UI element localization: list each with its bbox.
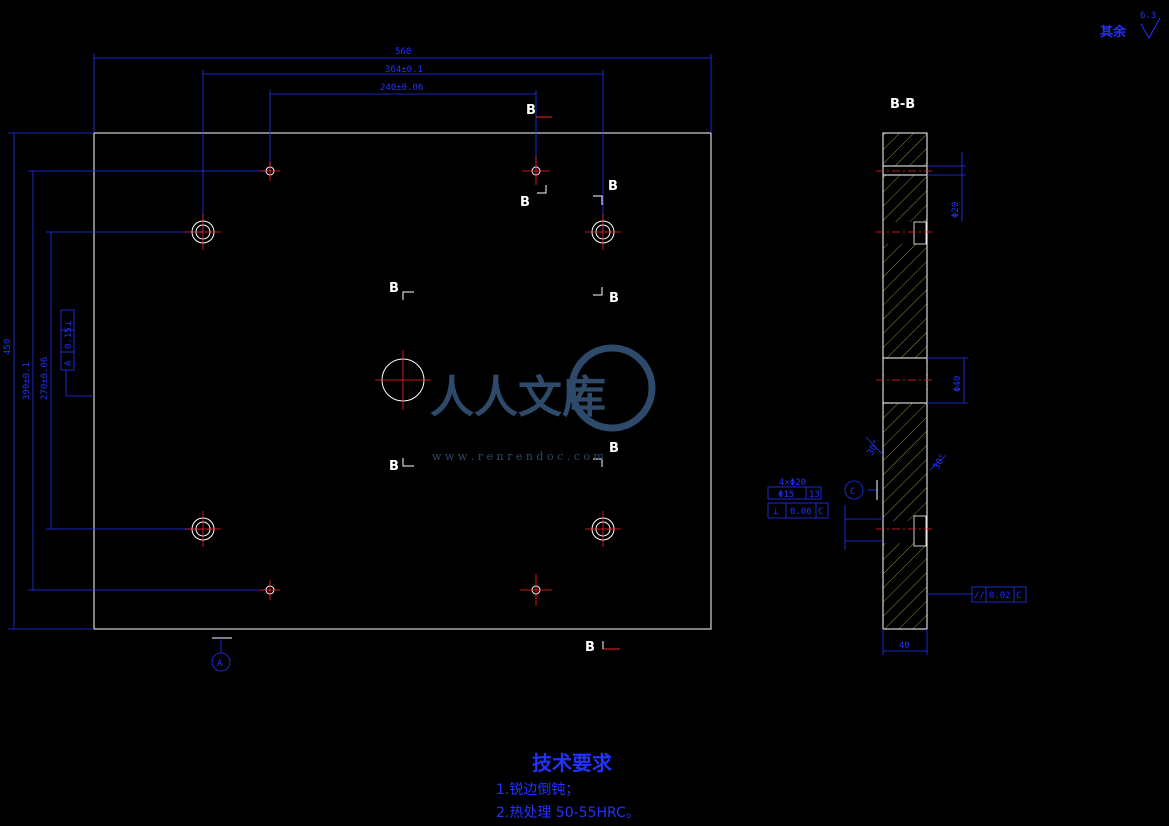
technical-notes: 技术要求 1.锐边倒钝； 2.热处理 50-55HRC。	[496, 751, 640, 821]
center-hole	[375, 350, 431, 410]
perp-symbol: ⊥	[773, 507, 779, 517]
watermark: 人人文库 w w w . r e n r e n d o c . c o m	[430, 344, 656, 463]
pin-hole	[520, 574, 552, 606]
surface-roughness-mark: 其余 6.3	[1100, 11, 1161, 40]
dim-hole-small: Φ20	[951, 202, 961, 218]
dim-height: 450	[3, 339, 13, 355]
counterbore-hole	[585, 511, 621, 547]
note-item-2: 2.热处理 50-55HRC。	[496, 805, 640, 821]
section-mark-top: B	[526, 103, 536, 118]
section-view	[876, 132, 934, 630]
surface-mark-label: 其余	[1100, 24, 1127, 40]
notes-title: 技术要求	[532, 751, 613, 775]
datum-a-label: A	[217, 659, 223, 669]
section-mark-bottom: B	[585, 640, 595, 655]
note-item-1: 1.锐边倒钝；	[496, 782, 579, 798]
thread-diameter: Φ15	[778, 490, 794, 500]
thread-callout: 4×Φ20 Φ15 13	[767, 478, 822, 500]
dim-hole-y-inner: 270±0.06	[40, 357, 50, 400]
section-mark-b3: B	[389, 281, 399, 296]
tolerance-frame-a: ⊥ 0.15 A	[60, 309, 75, 371]
pin-hole	[260, 580, 280, 600]
counterbore-hole	[185, 214, 221, 250]
counterbore-hole	[185, 511, 221, 547]
watermark-text: 人人文库	[430, 372, 606, 423]
dim-hole-x-outer: 364±0.1	[385, 65, 423, 75]
parallel-symbol: //	[974, 591, 985, 601]
surface-mark-value: 6.3	[1140, 11, 1156, 21]
datum-c-label: C	[850, 487, 855, 497]
tol-a-symbol: ⊥	[64, 320, 74, 326]
plate-outline	[93, 132, 712, 630]
angle-left: 30°	[866, 438, 883, 457]
thread-count: 4×Φ20	[779, 478, 806, 488]
section-mark-b1: B	[520, 195, 530, 210]
parallelism-frame: // 0.02 C	[971, 586, 1027, 603]
perpendicularity-frame: ⊥ 0.06 C	[767, 502, 829, 519]
dim-hole-y-outer: 390±0.1	[22, 362, 32, 400]
vertical-dimensions	[8, 132, 270, 630]
section-dimensions	[844, 152, 972, 655]
pin-hole	[260, 161, 280, 181]
section-mark-b5: B	[389, 459, 399, 474]
section-mark-b6: B	[609, 441, 619, 456]
parallel-value: 0.02	[989, 591, 1011, 601]
pin-hole	[522, 157, 550, 185]
horizontal-dimensions	[93, 54, 712, 232]
datum-c: C	[844, 480, 878, 500]
dim-width: 560	[395, 47, 411, 57]
plate-holes	[185, 157, 621, 606]
dim-hole-large: Φ40	[953, 376, 963, 392]
tol-a-value: 0.15	[64, 327, 74, 349]
section-title: B-B	[890, 97, 915, 112]
parallel-datum: C	[1016, 591, 1021, 601]
thread-depth: 13	[809, 490, 820, 500]
dim-thickness: 40	[899, 641, 910, 651]
dim-hole-x-inner: 240±0.06	[380, 83, 423, 93]
section-markers	[402, 116, 620, 650]
perp-value: 0.06	[790, 507, 812, 517]
watermark-url: w w w . r e n r e n d o c . c o m	[432, 450, 604, 463]
datum-a: A	[211, 637, 232, 672]
section-mark-b2: B	[608, 179, 618, 194]
counterbore-hole	[585, 214, 621, 250]
section-mark-b4: B	[609, 291, 619, 306]
perp-datum: C	[818, 507, 823, 517]
tol-a-datum: A	[64, 360, 74, 366]
